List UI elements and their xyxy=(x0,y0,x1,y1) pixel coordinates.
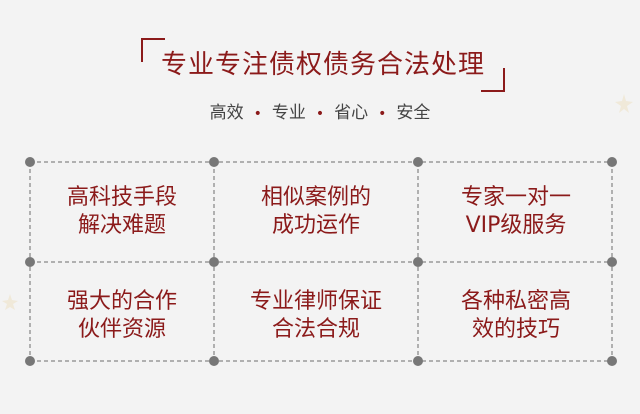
grid-node xyxy=(25,356,35,366)
decorative-star-icon xyxy=(2,294,18,310)
title-bracket-top-left xyxy=(141,38,165,62)
title-frame: 专业专注债权债务合法处理 xyxy=(141,38,505,92)
grid-node xyxy=(607,356,617,366)
feature-line: 专家一对一 xyxy=(460,185,571,210)
feature-line: 各种私密高 xyxy=(460,289,571,314)
subtitle-item-safe: 安全 xyxy=(396,103,431,123)
decorative-star-icon xyxy=(615,94,633,113)
feature-cell-high-tech: 高科技手段 解决难题 xyxy=(24,184,220,240)
feature-line: 强大的合作 xyxy=(66,289,177,314)
subtitle-item-professional: 专业 xyxy=(271,103,306,123)
grid-node xyxy=(607,157,617,167)
feature-line: 解决难题 xyxy=(77,213,166,238)
feature-cell-vip-service: 专家一对一 VIP级服务 xyxy=(418,184,614,240)
subtitle-separator: • xyxy=(378,106,387,122)
feature-line: 效的技巧 xyxy=(471,317,560,342)
feature-line: 合法合规 xyxy=(271,317,360,342)
feature-cell-lawyer-guarantee: 专业律师保证 合法合规 xyxy=(218,288,414,344)
feature-line: 相似案例的 xyxy=(260,185,371,210)
feature-line: 高科技手段 xyxy=(66,185,177,210)
grid-node xyxy=(413,257,423,267)
feature-cell-success-cases: 相似案例的 成功运作 xyxy=(218,184,414,240)
feature-cell-partners: 强大的合作 伙伴资源 xyxy=(24,288,220,344)
grid-node xyxy=(607,257,617,267)
grid-node xyxy=(209,356,219,366)
grid-node xyxy=(209,257,219,267)
grid-node xyxy=(413,157,423,167)
subtitle-bar: 高效 • 专业 • 省心 • 安全 xyxy=(0,100,640,127)
feature-line: 伙伴资源 xyxy=(77,317,166,342)
grid-node xyxy=(25,257,35,267)
subtitle-item-worry-free: 省心 xyxy=(334,103,369,123)
title-bracket-bottom-right xyxy=(481,68,505,92)
subtitle-separator: • xyxy=(253,106,262,122)
feature-line: VIP级服务 xyxy=(465,213,567,238)
grid-node xyxy=(413,356,423,366)
grid-node xyxy=(209,157,219,167)
page-title: 专业专注债权债务合法处理 xyxy=(160,50,485,80)
grid-node xyxy=(25,157,35,167)
feature-line: 专业律师保证 xyxy=(249,289,382,314)
feature-line: 成功运作 xyxy=(271,213,360,238)
subtitle-separator: • xyxy=(315,106,325,122)
feature-cell-private-skills: 各种私密高 效的技巧 xyxy=(418,288,614,344)
subtitle-item-efficient: 高效 xyxy=(209,103,244,123)
